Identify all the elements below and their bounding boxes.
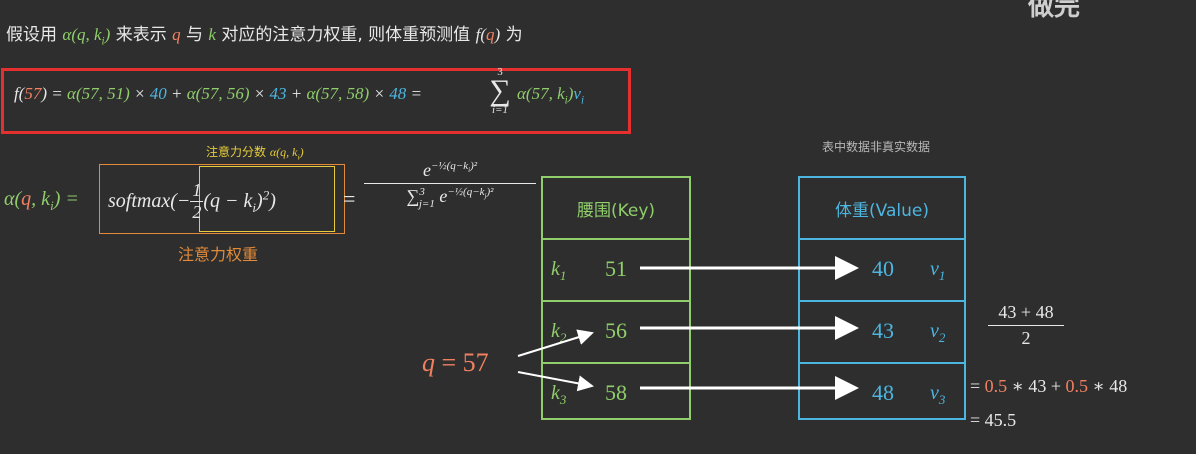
average-fraction: 43 + 48 2 <box>988 302 1064 349</box>
intro-f: f(q) <box>475 25 501 44</box>
table-row: k1 51 <box>543 240 689 302</box>
result-value: = 45.5 <box>970 410 1017 430</box>
sum-term: α(57, ki)vi <box>517 84 585 107</box>
query-value: q = 57 <box>422 348 489 377</box>
sum-symbol: 3 ∑ i=1 <box>489 66 511 116</box>
value-table: 体重(Value) 40 v1 43 v2 48 v3 <box>798 176 966 420</box>
intro-q: q <box>172 25 181 44</box>
softmax-box <box>99 164 345 234</box>
arrow-q-k3 <box>517 371 594 392</box>
softmax-rhs: e−½(q−ki)² ∑3j=1 e−½(q−kj)² <box>364 160 536 210</box>
softmax-equals: = <box>343 186 356 211</box>
watermark: 做完 <box>1028 0 1081 22</box>
intro-k: k <box>208 25 216 44</box>
intro-text-1: 假设用 <box>6 25 63 45</box>
table-row: k3 58 <box>551 380 627 407</box>
intro-text-4: 对应的注意力权重, 则体重预测值 <box>215 25 476 45</box>
weighted-sum: = 0.5 ∗ 43 + 0.5 ∗ 48 <box>970 376 1128 396</box>
alpha-lhs: α(q, ki) = <box>4 188 79 213</box>
table-row: k2 56 <box>543 302 689 364</box>
table-row: 43 v2 <box>800 302 964 364</box>
score-box <box>199 166 335 232</box>
data-disclaimer: 表中数据非真实数据 <box>822 140 931 154</box>
intro-text-2: 来表示 <box>110 25 173 45</box>
arrow-q-k2 <box>517 329 594 357</box>
intro-line: 假设用 α(q, ki) 来表示 q 与 k 对应的注意力权重, 则体重预测值 … <box>6 20 523 47</box>
key-table-header: 腰围(Key) <box>543 178 689 240</box>
intro-alpha: α(q, ki) <box>62 25 111 48</box>
table-row: 40 v1 <box>800 240 964 302</box>
table-row: 48 v3 <box>872 380 946 407</box>
formula-box <box>1 68 631 134</box>
prediction-formula: f(57) = α(57, 51) × 40 + α(57, 56) × 43 … <box>14 84 422 103</box>
value-table-header: 体重(Value) <box>800 178 964 240</box>
intro-text-3: 与 <box>180 25 209 45</box>
key-table: 腰围(Key) k1 51 k2 56 k3 58 <box>541 176 691 420</box>
attention-weight-label: 注意力权重 <box>178 245 259 264</box>
attention-score-label: 注意力分数 α(q, ki) <box>206 145 304 162</box>
intro-text-5: 为 <box>500 25 523 45</box>
